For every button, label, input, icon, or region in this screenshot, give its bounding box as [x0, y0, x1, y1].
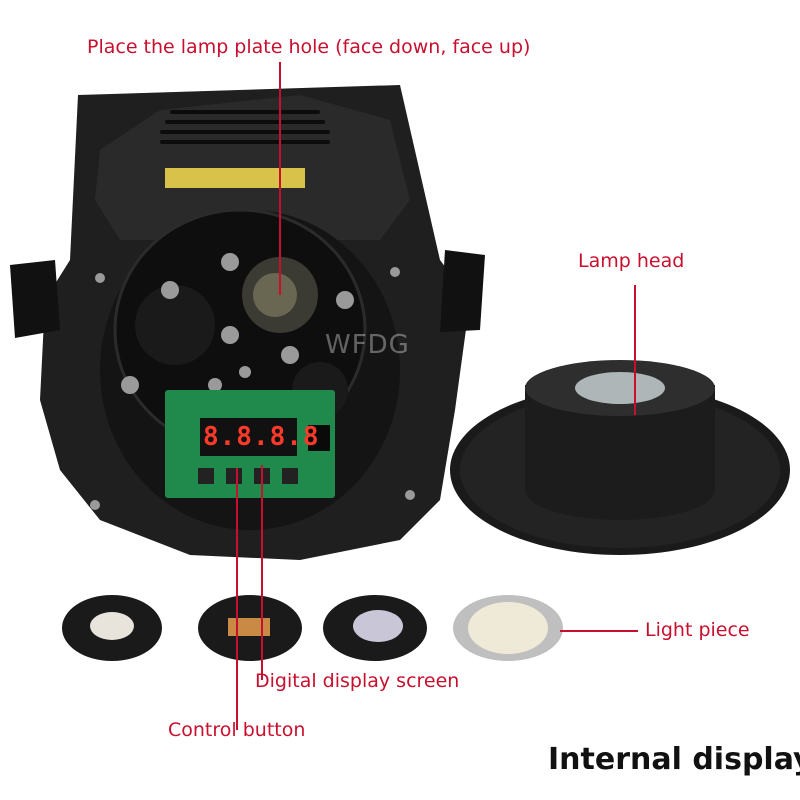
label-lamp-head: Lamp head	[578, 250, 685, 272]
led-display-digits: 8.8.8.8	[203, 422, 320, 452]
lamp-head-bottom	[525, 460, 715, 520]
lamp-plate-hole-inner	[253, 273, 297, 317]
lamp-lens	[575, 372, 665, 404]
gobo-discs	[62, 595, 563, 661]
vent-holes	[160, 110, 330, 144]
right-knob	[440, 250, 485, 332]
warning-sticker	[165, 168, 305, 188]
label-light-piece: Light piece	[645, 619, 750, 641]
label-digital-display: Digital display screen	[255, 670, 460, 692]
label-control-button: Control button	[168, 719, 306, 741]
label-lamp-plate-hole: Place the lamp plate hole (face down, fa…	[87, 36, 531, 58]
screws	[90, 253, 415, 510]
plate-hole-2	[135, 285, 215, 365]
led-display	[200, 418, 297, 456]
title-internal-display: Internal display	[548, 742, 800, 777]
annotation-lines	[236, 62, 638, 730]
chip	[308, 425, 330, 451]
watermark: WFDG	[325, 330, 410, 360]
left-knob	[10, 260, 60, 338]
